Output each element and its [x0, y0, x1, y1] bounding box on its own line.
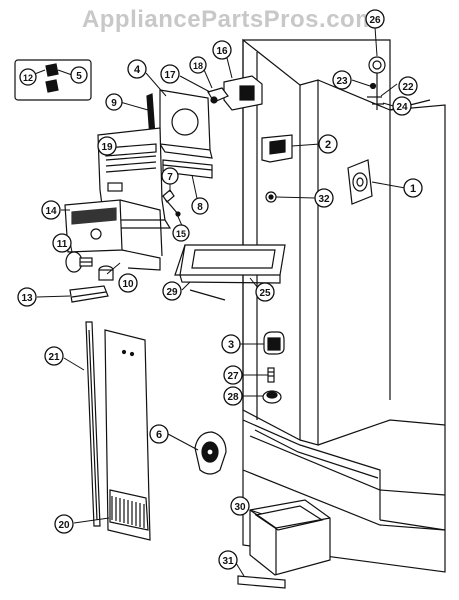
callout-30: 30 [230, 496, 250, 516]
svg-text:15: 15 [176, 229, 186, 239]
part-3-cover [263, 331, 285, 355]
svg-text:32: 32 [318, 194, 330, 205]
svg-text:7: 7 [167, 172, 173, 183]
callout-24: 24 [392, 96, 412, 116]
svg-text:10: 10 [122, 279, 134, 290]
part-6-fan-cover [194, 431, 227, 475]
callout-18: 18 [189, 56, 207, 74]
part-29-shelf [174, 244, 286, 301]
callout-4: 4 [127, 59, 147, 79]
svg-text:29: 29 [166, 287, 178, 298]
svg-text:30: 30 [234, 502, 246, 513]
callout-22: 22 [398, 76, 418, 96]
callout-23: 23 [332, 70, 352, 90]
callout-7: 7 [161, 167, 179, 185]
callout-10: 10 [118, 273, 138, 293]
callout-6: 6 [149, 424, 169, 444]
callout-16: 16 [212, 40, 232, 60]
callout-32: 32 [314, 188, 334, 208]
svg-text:20: 20 [58, 520, 70, 531]
callout-29: 29 [162, 281, 182, 301]
callout-8: 8 [191, 197, 209, 215]
callout-11: 11 [52, 233, 72, 253]
part-10-socket [98, 265, 114, 281]
svg-text:4: 4 [134, 64, 141, 76]
callout-19: 19 [97, 136, 117, 156]
callout-12: 12 [19, 68, 37, 86]
svg-text:24: 24 [396, 102, 408, 113]
svg-text:9: 9 [111, 98, 117, 109]
part-30-bin [249, 499, 331, 576]
svg-text:5: 5 [76, 71, 82, 82]
svg-text:26: 26 [369, 15, 381, 26]
svg-text:1: 1 [410, 183, 416, 195]
callout-5: 5 [70, 66, 88, 84]
callout-1: 1 [403, 178, 423, 198]
part-2-bracket [261, 134, 293, 163]
svg-text:21: 21 [48, 352, 60, 363]
callout-15: 15 [172, 224, 190, 242]
part-11-lamp [65, 251, 93, 273]
svg-text:17: 17 [164, 70, 176, 81]
callouts: 1 2 32 3 27 28 4 5 12 6 7 8 9 10 11 13 1… [17, 9, 423, 570]
svg-text:27: 27 [227, 371, 239, 382]
watermark: AppliancePartsPros.com [81, 6, 378, 33]
part-32-plug [265, 191, 277, 203]
svg-text:23: 23 [336, 76, 348, 87]
svg-text:16: 16 [216, 46, 228, 57]
callout-26: 26 [365, 9, 385, 29]
part-28-knob [262, 390, 282, 404]
callout-21: 21 [44, 346, 64, 366]
callout-28: 28 [223, 386, 243, 406]
callout-14: 14 [41, 200, 61, 220]
svg-text:13: 13 [21, 293, 33, 304]
part-27-screw [267, 367, 275, 383]
part-4-duct [159, 89, 213, 179]
svg-text:3: 3 [228, 339, 234, 351]
callout-13: 13 [17, 287, 37, 307]
svg-text:12: 12 [23, 73, 33, 83]
svg-text:2: 2 [325, 139, 331, 151]
callout-9: 9 [105, 93, 123, 111]
svg-text:19: 19 [101, 142, 113, 153]
part-1-light-housing [347, 159, 373, 205]
callout-31: 31 [218, 550, 238, 570]
svg-text:22: 22 [402, 82, 414, 93]
part-20-panel [104, 329, 151, 541]
part-13-lens [69, 285, 109, 303]
callout-2: 2 [318, 134, 338, 154]
part-7-clip [162, 189, 181, 217]
part-26-sensor [367, 56, 386, 110]
callout-25: 25 [255, 282, 275, 302]
part-31-strip [237, 575, 286, 589]
callout-27: 27 [223, 365, 243, 385]
svg-text:11: 11 [57, 239, 68, 250]
callout-20: 20 [54, 514, 74, 534]
svg-text:8: 8 [197, 202, 203, 213]
svg-text:14: 14 [45, 206, 57, 217]
part-21-strip [85, 321, 101, 527]
svg-text:25: 25 [259, 288, 271, 299]
svg-text:6: 6 [156, 429, 162, 441]
svg-text:28: 28 [227, 392, 239, 403]
cabinet-liner [242, 38, 446, 573]
callout-17: 17 [160, 64, 180, 84]
part-16-control [207, 75, 263, 111]
callout-3: 3 [221, 334, 241, 354]
svg-text:31: 31 [222, 556, 234, 567]
svg-text:18: 18 [193, 61, 203, 71]
